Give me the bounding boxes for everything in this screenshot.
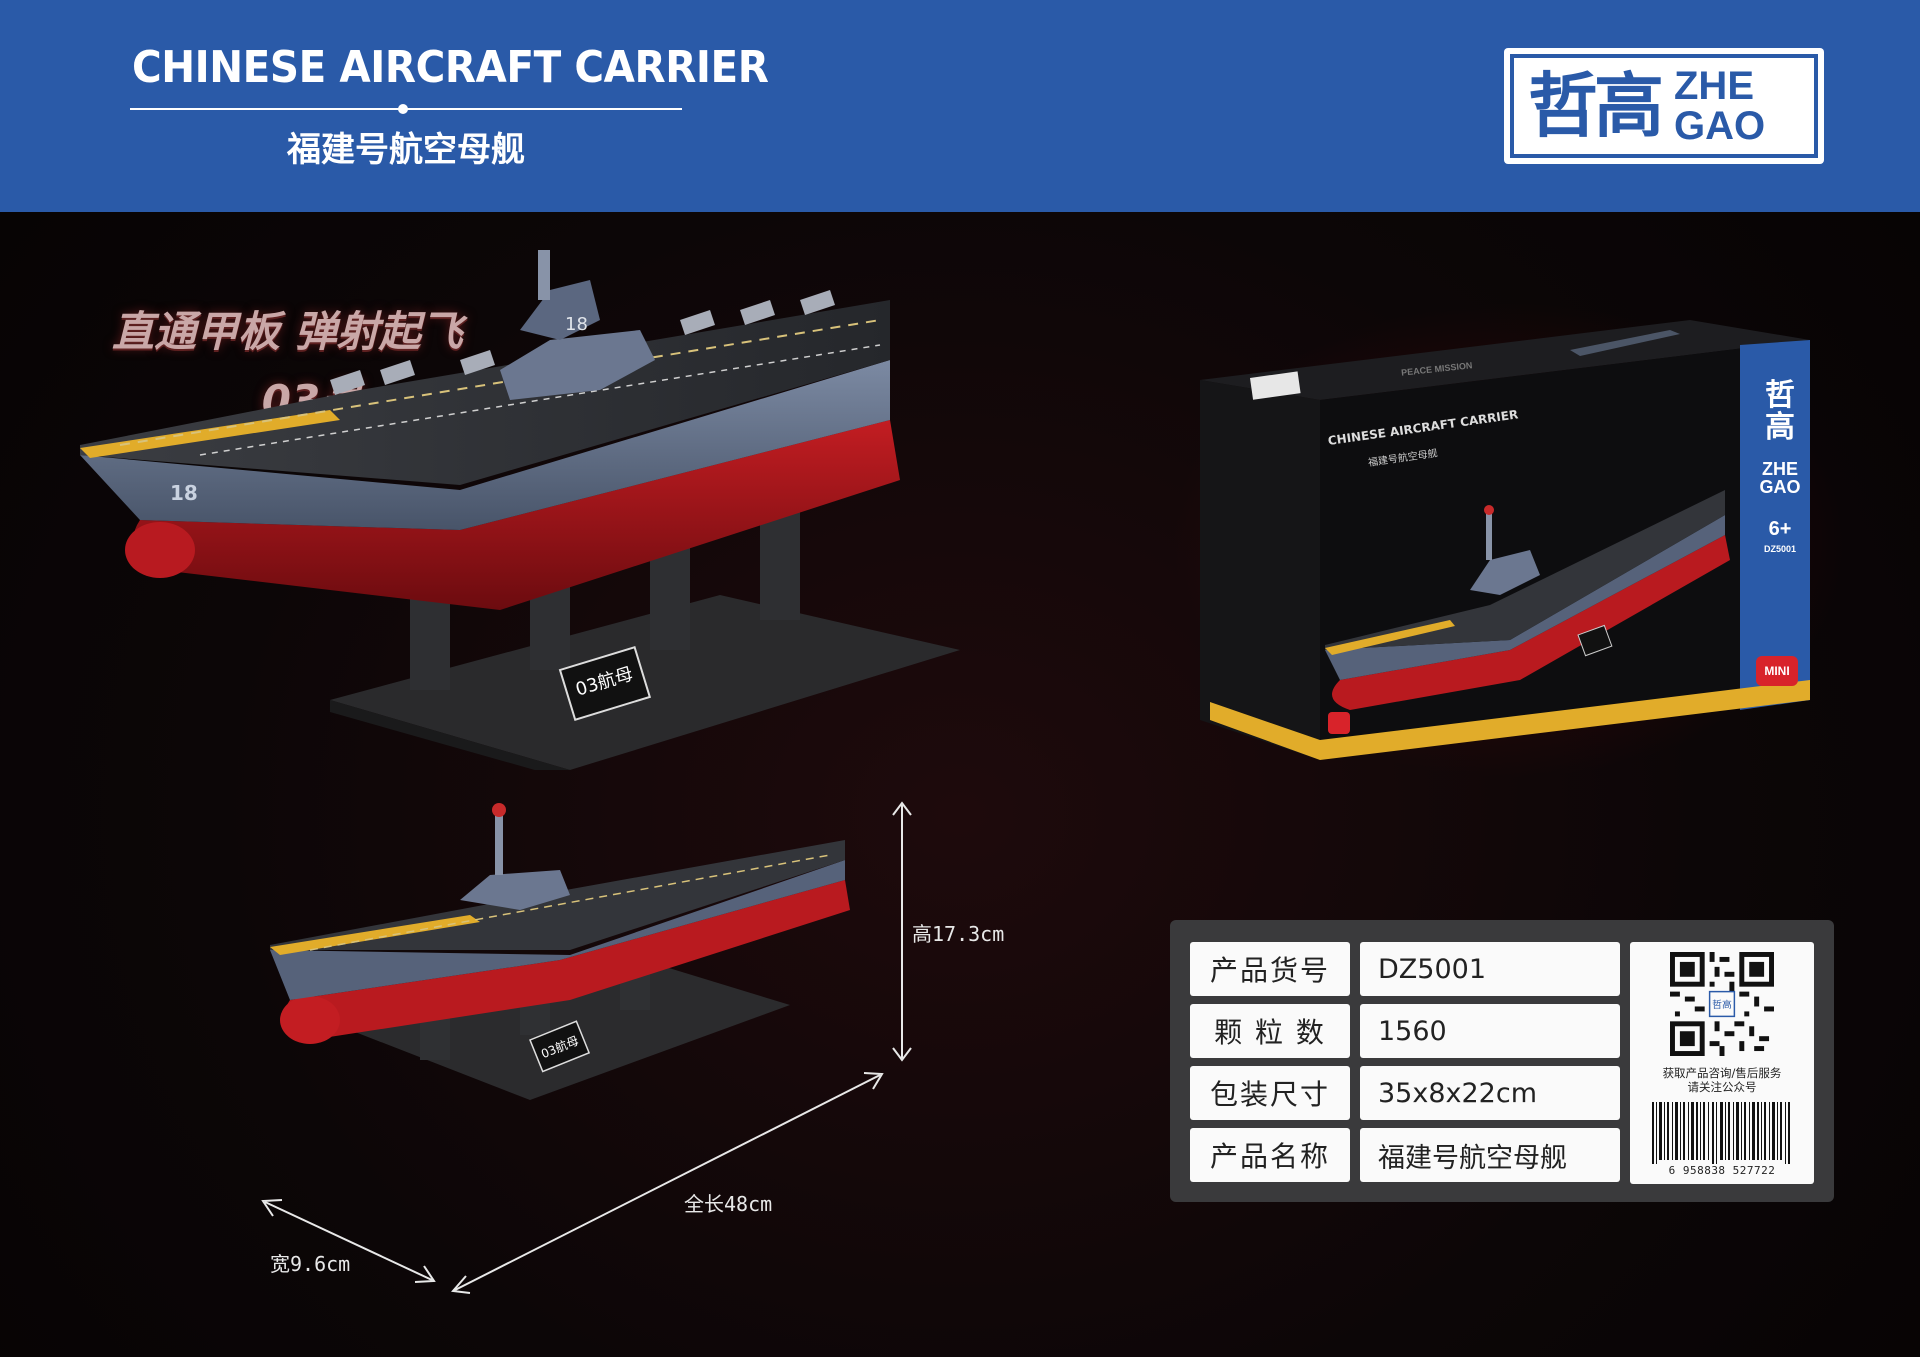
box-side-logo: 哲 高 <box>1752 380 1808 444</box>
slogan-line1: 直通甲板 弹射起飞 <box>112 307 463 356</box>
width-dimension-label: 宽9.6cm <box>270 1252 351 1276</box>
carrier-model-dimension-image: 03航母 <box>270 803 850 1100</box>
qr-note: 获取产品咨询/售后服务 请关注公众号 <box>1630 1066 1814 1094</box>
spec-label: 颗 粒 数 <box>1190 1004 1350 1058</box>
qr-note-line2: 请关注公众号 <box>1687 1080 1757 1094</box>
qr-logo-text: 哲高 <box>1712 998 1732 1011</box>
brand-logo-english-line2: GAO <box>1674 104 1766 148</box>
barcode-icon <box>1652 1102 1790 1164</box>
qr-note-line1: 获取产品咨询/售后服务 <box>1662 1066 1782 1080</box>
carrier-model-main-image: 18 18 03航母 <box>80 250 960 770</box>
spec-label: 产品名称 <box>1190 1128 1350 1182</box>
box-age-rating: 6+ <box>1768 518 1792 540</box>
product-box-image <box>1200 320 1810 760</box>
spec-label: 产品货号 <box>1190 942 1350 996</box>
brand-logo: 哲高 ZHE GAO <box>1504 48 1824 164</box>
title-divider <box>130 104 682 114</box>
brand-logo-english: ZHE GAO <box>1674 66 1765 146</box>
spec-value: DZ5001 <box>1360 942 1620 996</box>
box-product-code: DZ5001 <box>1763 544 1797 554</box>
qr-barcode-card: 哲高 获取产品咨询/售后服务 请关注公众号 6 958838 5 <box>1630 942 1814 1184</box>
island-hull-number: 18 <box>565 314 588 335</box>
qr-code-icon: 哲高 <box>1670 952 1774 1056</box>
box-side-logo-english: ZHE GAO <box>1752 460 1808 496</box>
box-side-logo-char2: 高 <box>1765 410 1795 445</box>
box-side-logo-english-line2: GAO <box>1759 477 1801 497</box>
bow-hull-number: 18 <box>170 481 198 505</box>
spec-value: 福建号航空母舰 <box>1360 1128 1620 1182</box>
spec-value: 1560 <box>1360 1004 1620 1058</box>
box-side-logo-char1: 哲 <box>1765 378 1795 413</box>
box-side-logo-english-line1: ZHE <box>1762 459 1798 479</box>
length-dimension-label: 全长48cm <box>684 1192 773 1216</box>
spec-label: 包装尺寸 <box>1190 1066 1350 1120</box>
spec-value: 35x8x22cm <box>1360 1066 1620 1120</box>
spec-panel: 产品货号 DZ5001 颗 粒 数 1560 包装尺寸 35x8x22cm 产品… <box>1170 920 1834 1202</box>
brand-logo-chinese: 哲高 <box>1528 65 1664 147</box>
barcode-number: 6 958838 527722 <box>1668 1164 1776 1177</box>
height-dimension-label: 高17.3cm <box>912 922 1005 946</box>
box-mini-badge: MINI <box>1756 656 1798 686</box>
brand-logo-english-line1: ZHE <box>1674 64 1754 108</box>
title-chinese: 福建号航空母舰 <box>287 130 525 170</box>
header-banner: CHINESE AIRCRAFT CARRIER 福建号航空母舰 哲高 ZHE … <box>0 0 1920 212</box>
